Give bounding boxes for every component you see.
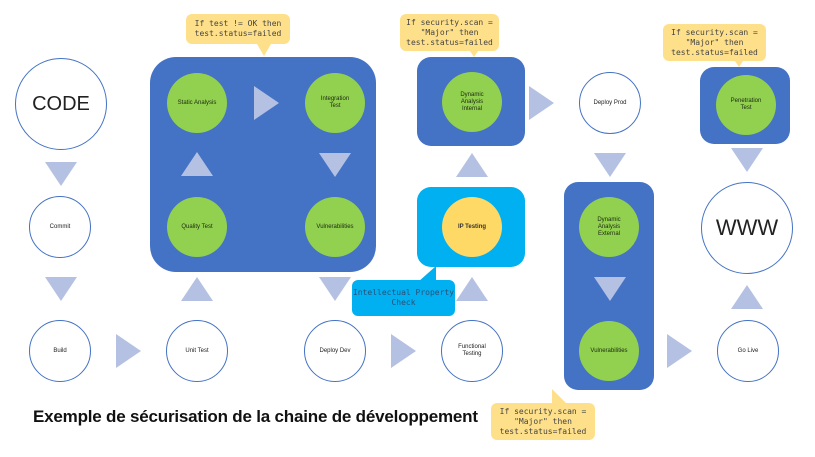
step-static-analysis: Static Analysis <box>167 73 227 133</box>
arrow-right-icon <box>667 334 692 368</box>
node-www-label: WWW <box>715 215 779 240</box>
step-dynamic-analysis-external-label: Dynamic Analysis External <box>597 216 621 237</box>
step-integration-test: Integration Test <box>305 73 365 133</box>
step-vulnerabilities-label: Vulnerabilities <box>316 223 354 230</box>
arrow-down-icon <box>594 277 626 301</box>
node-build: Build <box>29 320 91 382</box>
step-dynamic-analysis-internal: Dynamic Analysis Internal <box>442 72 502 132</box>
arrow-up-icon <box>181 152 213 176</box>
node-unit-test: Unit Test <box>166 320 228 382</box>
node-deploy-prod-label: Deploy Prod <box>593 99 627 106</box>
node-go-live: Go Live <box>717 320 779 382</box>
callout-pointer <box>418 266 436 282</box>
node-commit-label: Commit <box>49 223 71 230</box>
node-deploy-dev: Deploy Dev <box>304 320 366 382</box>
callout-security-pentest: If security.scan = "Major" then test.sta… <box>663 24 766 61</box>
arrow-down-icon <box>319 277 351 301</box>
node-build-label: Build <box>53 347 67 354</box>
step-vulnerabilities-external-label: Vulnerabilities <box>590 347 628 354</box>
node-functional-testing: Functional Testing <box>441 320 503 382</box>
step-vulnerabilities: Vulnerabilities <box>305 197 365 257</box>
callout-pointer <box>735 61 743 67</box>
step-dynamic-analysis-internal-label: Dynamic Analysis Internal <box>460 91 484 112</box>
step-static-analysis-label: Static Analysis <box>177 99 217 106</box>
step-vulnerabilities-external: Vulnerabilities <box>579 321 639 381</box>
step-dynamic-analysis-external: Dynamic Analysis External <box>579 197 639 257</box>
step-ip-testing: IP Testing <box>442 197 502 257</box>
arrow-down-icon <box>45 162 77 186</box>
arrow-down-icon <box>319 153 351 177</box>
callout-pointer <box>470 51 478 57</box>
callout-ip-check-text: Intellectual Property Check <box>352 288 455 307</box>
step-integration-test-label: Integration Test <box>320 96 350 109</box>
node-go-live-label: Go Live <box>737 347 759 354</box>
callout-security-internal: If security.scan = "Major" then test.sta… <box>400 14 499 51</box>
arrow-right-icon <box>391 334 416 368</box>
arrow-up-icon <box>456 153 488 177</box>
arrow-down-icon <box>45 277 77 301</box>
step-quality-test: Quality Test <box>167 197 227 257</box>
node-unit-test-label: Unit Test <box>185 347 209 354</box>
arrow-down-icon <box>731 148 763 172</box>
callout-ip-check: Intellectual Property Check <box>352 280 455 316</box>
arrow-right-icon <box>116 334 141 368</box>
arrow-up-icon <box>456 277 488 301</box>
arrow-right-icon <box>529 86 554 120</box>
arrow-up-icon <box>181 277 213 301</box>
arrow-down-icon <box>594 153 626 177</box>
arrow-up-icon <box>731 285 763 309</box>
callout-security-external: If security.scan = "Major" then test.sta… <box>491 403 595 440</box>
node-www: WWW <box>701 182 793 274</box>
node-code-label: CODE <box>32 92 90 115</box>
diagram-caption: Exemple de sécurisation de la chaine de … <box>33 407 478 426</box>
callout-test-rule-text: If test != OK then test.status=failed <box>194 19 282 38</box>
step-quality-test-label: Quality Test <box>181 223 213 230</box>
node-deploy-prod: Deploy Prod <box>579 72 641 134</box>
callout-security-internal-text: If security.scan = "Major" then test.sta… <box>406 17 493 47</box>
arrow-right-icon <box>254 86 279 120</box>
callout-test-rule: If test != OK then test.status=failed <box>186 14 290 44</box>
node-code: CODE <box>15 58 107 150</box>
node-functional-testing-label: Functional Testing <box>458 344 486 357</box>
callout-security-external-text: If security.scan = "Major" then test.sta… <box>499 406 587 436</box>
callout-security-pentest-text: If security.scan = "Major" then test.sta… <box>671 27 758 57</box>
step-penetration-test-label: Penetration Test <box>730 98 762 111</box>
step-penetration-test: Penetration Test <box>716 75 776 135</box>
callout-pointer <box>257 44 271 56</box>
callout-pointer <box>552 389 568 405</box>
node-deploy-dev-label: Deploy Dev <box>319 347 351 354</box>
node-commit: Commit <box>29 196 91 258</box>
step-ip-testing-label: IP Testing <box>457 224 487 230</box>
